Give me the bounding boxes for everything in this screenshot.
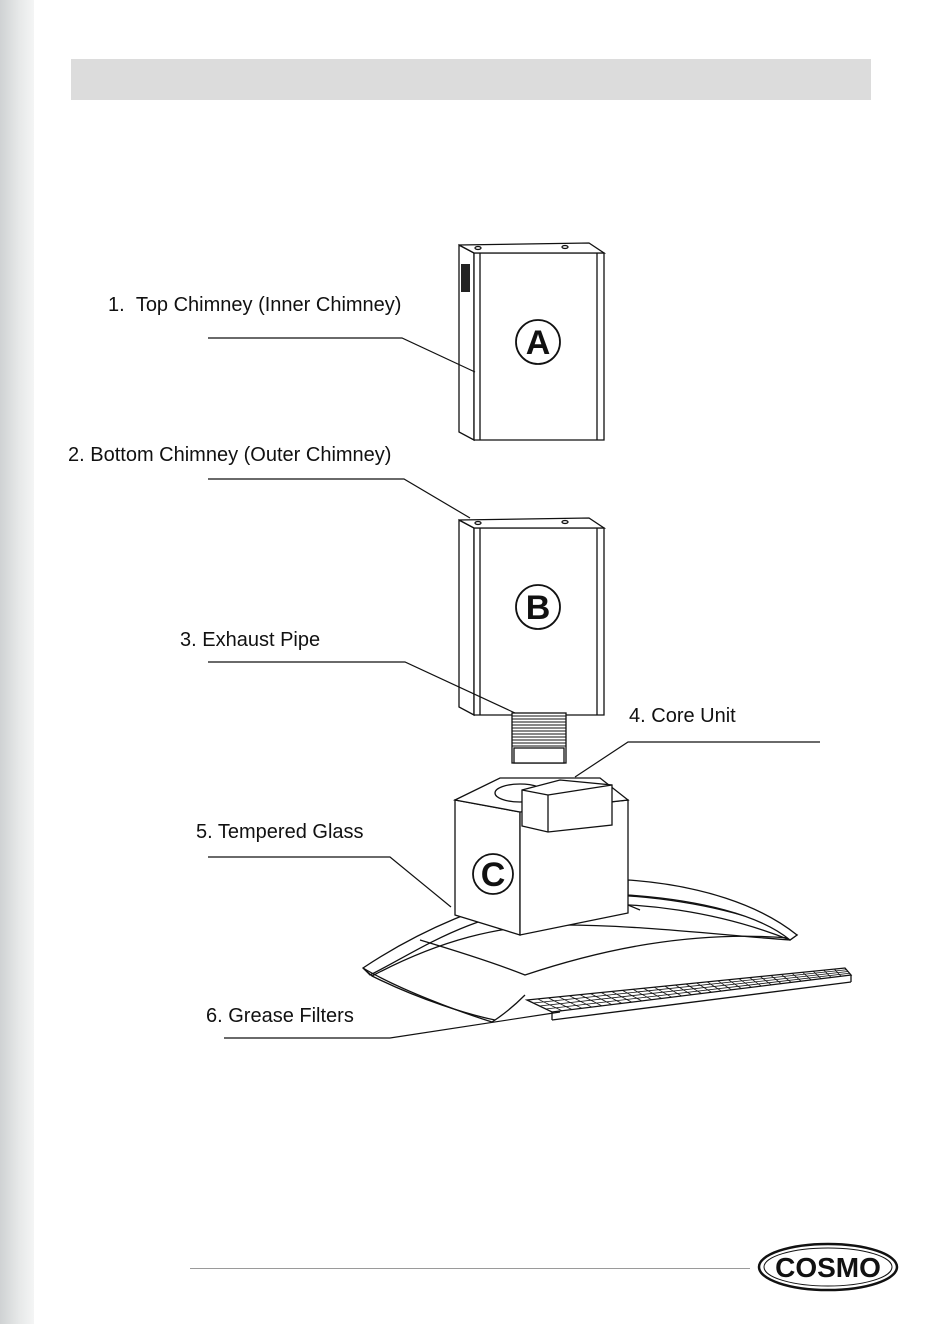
label-grease-filters: 6. Grease Filters <box>206 1005 354 1028</box>
cosmo-logo: COSMO <box>757 1242 899 1292</box>
label-top-chimney: 1. Top Chimney (Inner Chimney) <box>108 294 401 317</box>
footer-rule <box>190 1268 750 1269</box>
component-letter-a: A <box>526 324 551 362</box>
grease-filters-drawing <box>527 968 851 1020</box>
label-exhaust-pipe: 3. Exhaust Pipe <box>180 629 320 652</box>
exhaust-pipe-drawing <box>512 713 566 763</box>
component-letter-c: C <box>481 856 506 894</box>
label-core-unit: 4. Core Unit <box>629 705 736 728</box>
logo-text: COSMO <box>775 1252 881 1283</box>
label-tempered-glass: 5. Tempered Glass <box>196 821 364 844</box>
label-bottom-chimney: 2. Bottom Chimney (Outer Chimney) <box>68 444 391 467</box>
component-letter-b: B <box>526 589 551 627</box>
